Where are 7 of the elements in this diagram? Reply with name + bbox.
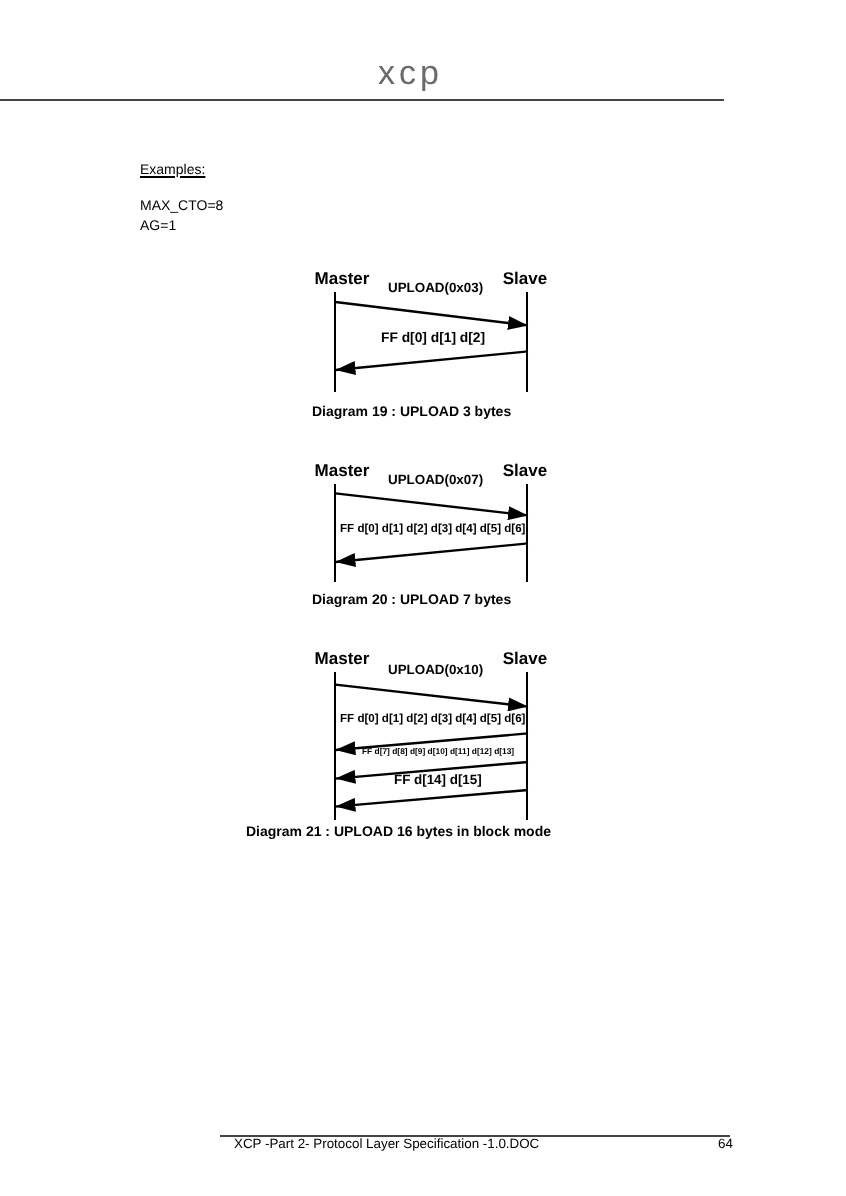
header-title: xcp: [378, 53, 443, 93]
participant-name: Master: [313, 270, 371, 290]
participant-name: Slave: [501, 462, 549, 482]
participant-name: Slave: [501, 650, 549, 670]
participant-name: Master: [313, 650, 371, 670]
participant-name: Slave: [501, 270, 549, 290]
participant-name: Master: [313, 462, 371, 482]
